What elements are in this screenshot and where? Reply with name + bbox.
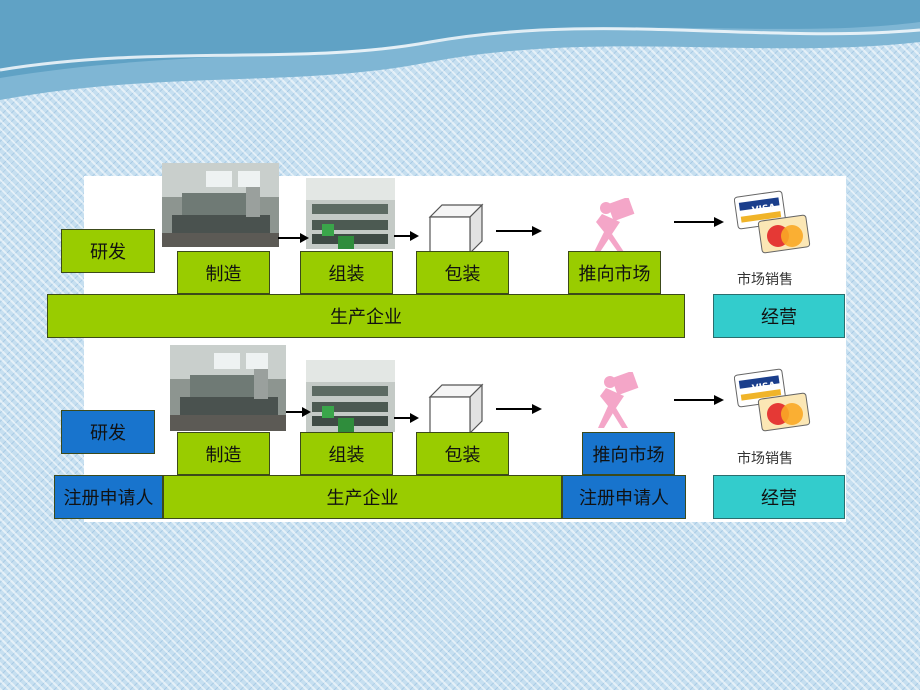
arrow-icon <box>394 231 419 241</box>
assembly-box: 组装 <box>300 432 393 475</box>
assembly-line-photo <box>306 178 395 249</box>
factory-photo <box>170 345 286 431</box>
assembly-box: 组装 <box>300 251 393 294</box>
visa-text: VISA <box>751 381 776 394</box>
push-market-box: 推向市场 <box>568 251 661 294</box>
packaging-box: 包装 <box>416 251 509 294</box>
producer-bar: 生产企业 <box>47 294 685 338</box>
arrow-icon <box>674 217 724 227</box>
manufacture-box: 制造 <box>177 432 270 475</box>
push-market-box-blue: 推向市场 <box>582 432 675 475</box>
factory-photo <box>162 163 279 247</box>
research-box: 研发 <box>61 229 155 273</box>
producer-bar: 生产企业 <box>163 475 562 519</box>
carrying-figure-icon <box>598 372 639 428</box>
credit-cards-icon: VISA <box>734 190 811 254</box>
market-sales-label: 市场销售 <box>737 272 793 288</box>
registrant-right-box: 注册申请人 <box>562 475 686 519</box>
research-box-blue: 研发 <box>61 410 155 454</box>
arrow-icon <box>674 395 724 405</box>
top-wave-decoration <box>0 0 920 100</box>
arrow-icon <box>286 407 311 417</box>
market-sales-label: 市场销售 <box>737 451 793 467</box>
arrow-icon <box>394 413 419 423</box>
assembly-line-photo <box>306 360 395 432</box>
arrow-icon <box>496 226 542 236</box>
credit-cards-icon: VISA <box>734 368 811 432</box>
arrow-icon <box>278 233 309 243</box>
operation-box: 经营 <box>713 294 845 338</box>
packaging-box: 包装 <box>416 432 509 475</box>
visa-text: VISA <box>751 203 776 216</box>
operation-box: 经营 <box>713 475 845 519</box>
carrying-figure-icon <box>594 198 635 252</box>
arrow-icon <box>496 404 542 414</box>
box-icon <box>428 203 484 253</box>
registrant-left-box: 注册申请人 <box>54 475 163 519</box>
box-icon <box>428 383 484 433</box>
manufacture-box: 制造 <box>177 251 270 294</box>
